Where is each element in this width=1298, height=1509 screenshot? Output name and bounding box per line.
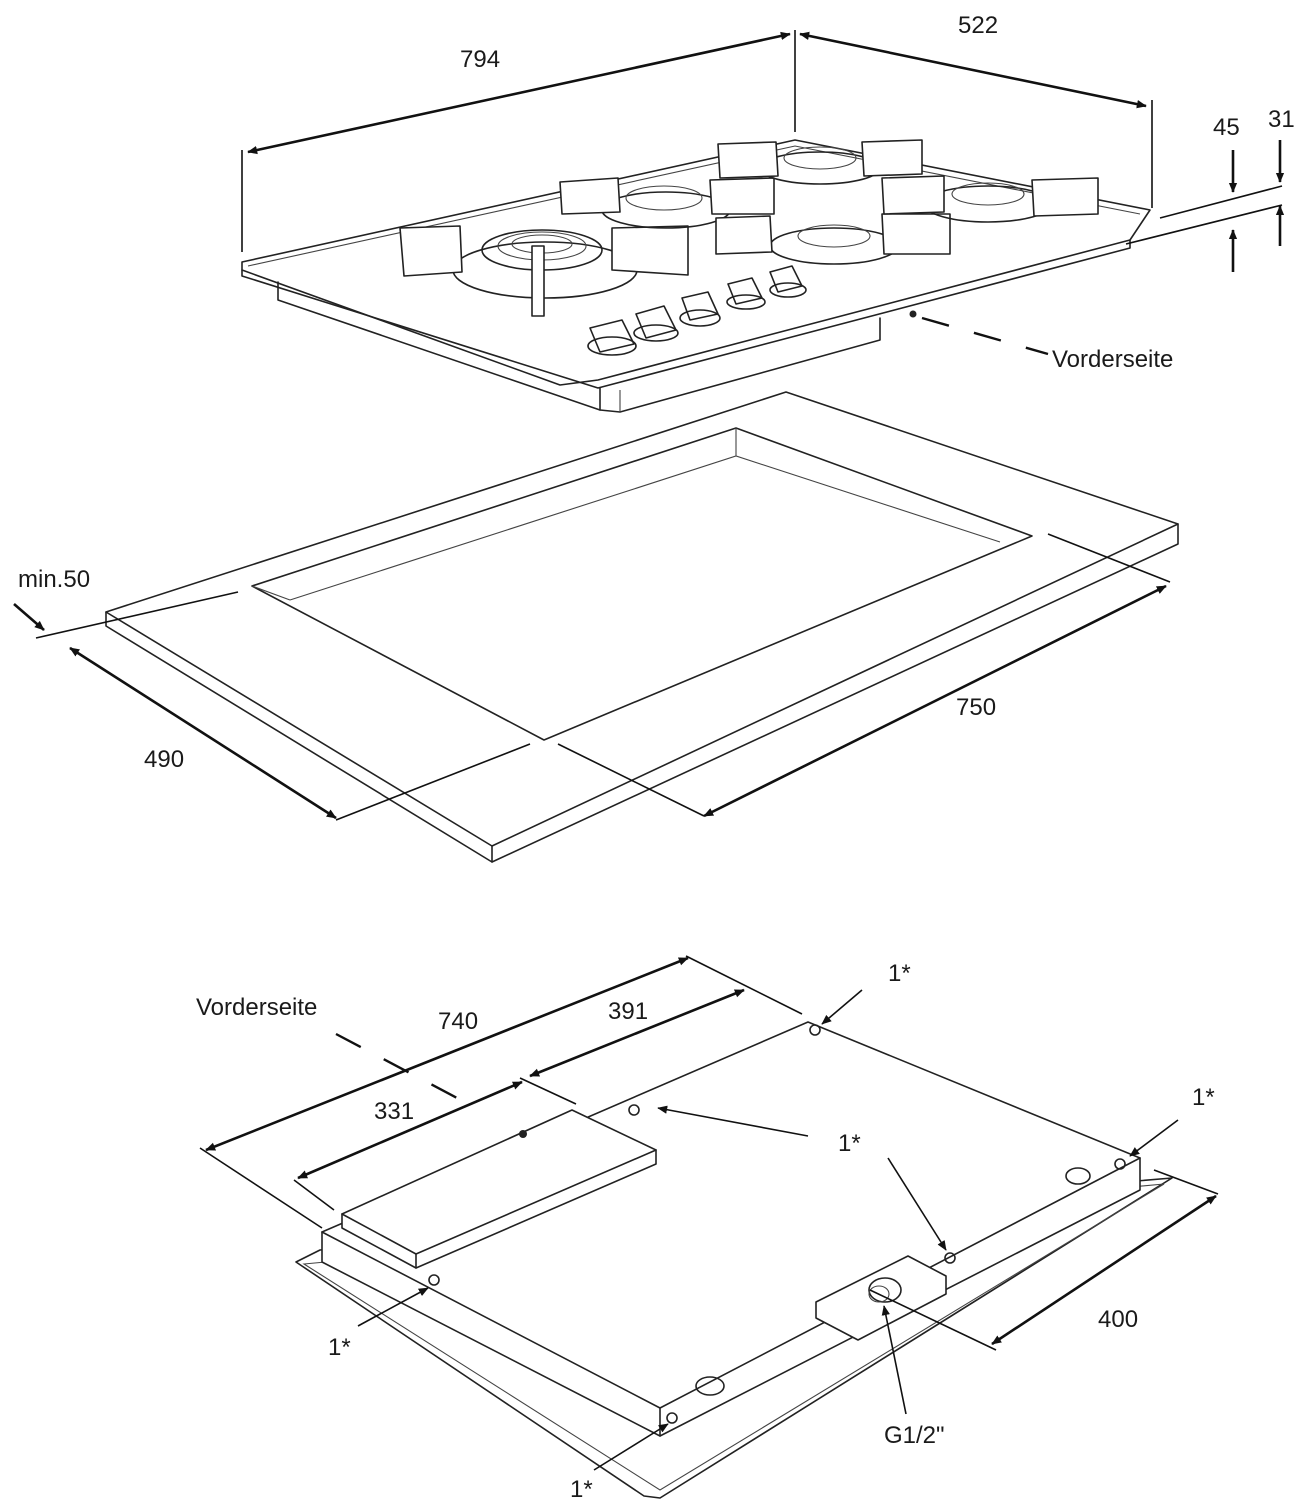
underside-front-label: Vorderseite [196, 994, 318, 1021]
underside-drawing [199, 955, 1219, 1499]
burner-right [881, 175, 1099, 223]
hob-dimensions [241, 30, 1285, 356]
underside-width-label: 740 [438, 1008, 479, 1035]
worktop-drawing [13, 391, 1179, 863]
burner-front-center [715, 213, 951, 265]
underside-offset-a-label: 391 [608, 998, 649, 1025]
hob-height-total-label: 45 [1213, 114, 1240, 141]
gas-connection-label: G1/2" [884, 1422, 945, 1449]
fixing-point-label: 1* [888, 960, 911, 987]
hob-drawing [241, 30, 1285, 413]
fixing-point-label: 1* [570, 1476, 593, 1503]
hob-front-label: Vorderseite [1052, 346, 1174, 373]
cutout-min-distance-label: min.50 [18, 566, 91, 593]
burner-rear-left [559, 177, 775, 229]
hob-depth-label: 522 [958, 12, 999, 39]
fixing-point-label: 1* [1192, 1084, 1215, 1111]
control-knobs [587, 265, 807, 356]
cutout-width-label: 750 [956, 694, 997, 721]
fixing-point-label: 1* [838, 1130, 861, 1157]
hob-height-glass-label: 31 [1268, 106, 1295, 133]
underside-offset-b-label: 331 [374, 1098, 415, 1125]
cutout-depth-label: 490 [144, 746, 185, 773]
connection-offset-label: 400 [1098, 1306, 1139, 1333]
burner-wok [399, 225, 689, 317]
hob-width-label: 794 [460, 46, 501, 73]
fixing-point-label: 1* [328, 1334, 351, 1361]
